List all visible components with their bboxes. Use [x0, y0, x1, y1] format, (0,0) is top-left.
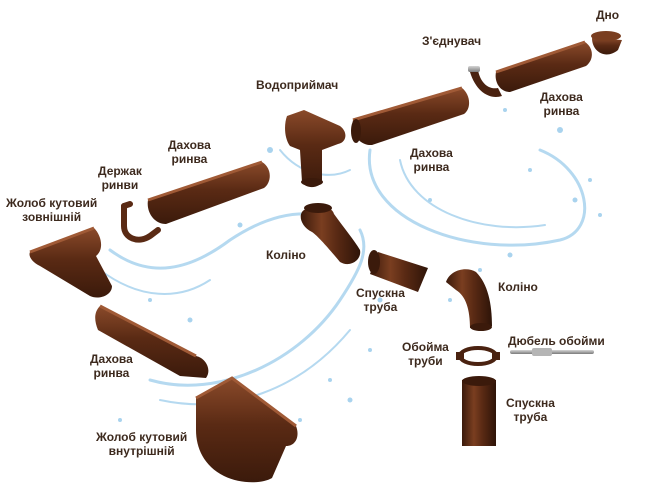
funnel-outlet — [285, 110, 346, 188]
pipe-clamp — [456, 346, 500, 366]
label-pipe-clamp: Обойма труби — [402, 340, 449, 368]
elbow-left — [300, 203, 361, 265]
gutter-bracket — [121, 201, 161, 243]
clamp-dowel — [510, 348, 594, 356]
downpipe-mid — [368, 250, 428, 292]
gutter-top-right — [495, 40, 592, 92]
gutter-mid-right — [351, 86, 470, 146]
inner-corner-gutter — [195, 376, 298, 483]
end-cap — [591, 31, 622, 55]
label-elbow-right: Коліно — [498, 280, 538, 294]
gutter-top-left — [147, 160, 270, 224]
label-gutter-top-left: Дахова ринва — [168, 138, 211, 166]
downpipe-bottom — [462, 376, 496, 446]
label-gutter-bottom: Дахова ринва — [90, 352, 133, 380]
label-downpipe-bottom: Спускна труба — [506, 396, 555, 424]
label-connector: З'єднувач — [422, 34, 482, 48]
label-gutter-mid-right: Дахова ринва — [410, 146, 453, 174]
water-splash — [99, 148, 587, 406]
label-end-cap: Дно — [596, 8, 620, 22]
elbow-right — [446, 269, 492, 331]
label-funnel: Водоприймач — [256, 78, 339, 92]
water-drops — [118, 108, 602, 422]
gutter-bottom — [95, 304, 209, 378]
label-bracket: Держак ринви — [98, 164, 142, 192]
label-clamp-dowel: Дюбель обойми — [508, 334, 605, 348]
label-gutter-top-right: Дахова ринва — [540, 90, 583, 118]
outer-corner-gutter — [29, 226, 112, 298]
label-inner-corner: Жолоб кутовий внутрішній — [96, 430, 188, 458]
connector — [468, 66, 502, 97]
label-downpipe-mid: Спускна труба — [356, 286, 405, 314]
label-outer-corner: Жолоб кутовий зовнішній — [6, 196, 98, 224]
label-elbow-left: Коліно — [266, 248, 306, 262]
